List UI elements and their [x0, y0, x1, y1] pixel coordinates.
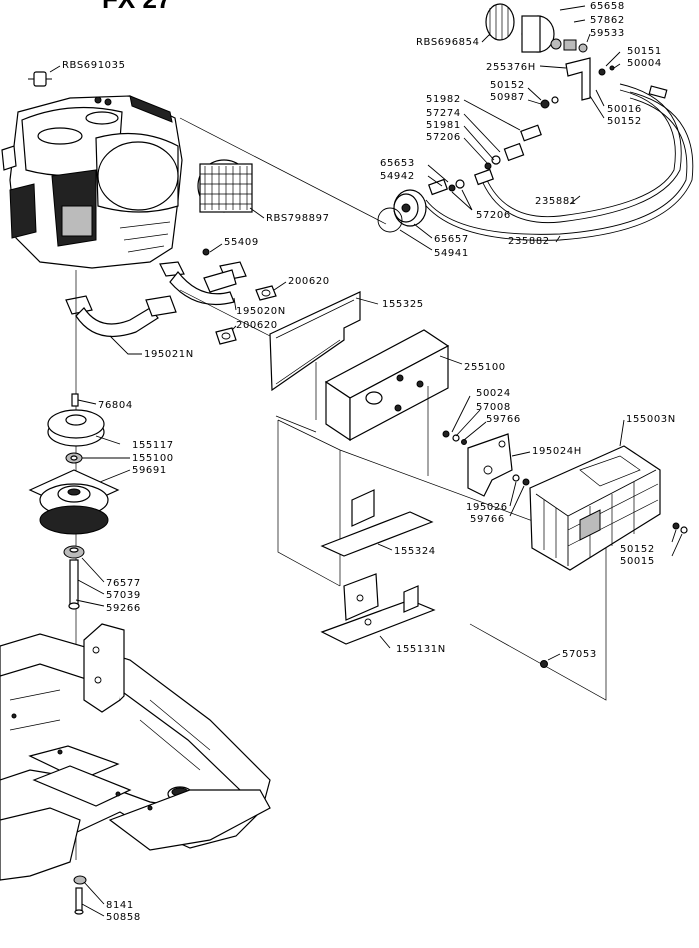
part-rbs691035 [28, 65, 61, 87]
label-50024: 50024 [476, 388, 511, 399]
exhaust-pipe-195021n [65, 295, 177, 355]
label-50151: 50151 [627, 46, 662, 57]
label-200620-a: 200620 [288, 276, 330, 287]
label-59766-b: 59766 [470, 514, 505, 525]
heat-shield-155325 [179, 289, 379, 392]
engine [1, 95, 183, 269]
label-50015: 50015 [620, 556, 655, 567]
bracket-195024h [442, 395, 531, 517]
label-8141: 8141 [106, 900, 134, 911]
label-155003n: 155003N [626, 414, 676, 425]
bracket-255376h [539, 51, 621, 119]
label-200620-b: 200620 [236, 320, 278, 331]
label-195021n: 195021N [144, 349, 194, 360]
label-57008: 57008 [476, 402, 511, 413]
label-76577: 76577 [106, 578, 141, 589]
label-195020n: 195020N [236, 306, 286, 317]
label-195026: 195026 [466, 502, 508, 513]
label-51982: 51982 [426, 94, 461, 105]
label-55409: 55409 [224, 237, 259, 248]
label-59691: 59691 [132, 465, 167, 476]
label-155100: 155100 [132, 453, 174, 464]
label-65657: 65657 [434, 234, 469, 245]
gasket-200620-b [215, 325, 237, 345]
label-50987: 50987 [490, 92, 525, 103]
label-54942: 54942 [380, 171, 415, 182]
label-51981: 51981 [426, 120, 461, 131]
air-filter [197, 159, 265, 219]
label-50152-c: 50152 [620, 544, 655, 555]
label-76804: 76804 [98, 400, 133, 411]
label-59533: 59533 [590, 28, 625, 39]
label-57206-b: 57206 [476, 210, 511, 221]
label-255376h: 255376H [486, 62, 536, 73]
label-255100: 255100 [464, 362, 506, 373]
muffler-guard-155003n [529, 419, 661, 571]
label-57053: 57053 [562, 649, 597, 660]
label-65658: 65658 [590, 1, 625, 12]
label-59266: 59266 [106, 603, 141, 614]
label-rbs798897: RBS798897 [266, 213, 330, 224]
muffler-255100 [275, 329, 463, 442]
label-65653: 65653 [380, 158, 415, 169]
exhaust-pipe-195020n [159, 243, 247, 311]
label-57274: 57274 [426, 108, 461, 119]
label-155117: 155117 [132, 440, 174, 451]
label-195024h: 195024H [532, 446, 582, 457]
pulley-65657 [377, 189, 433, 251]
nut-57053 [540, 660, 548, 668]
label-235882: 235882 [508, 236, 550, 247]
diagram-title: FX 27 [102, 0, 171, 14]
label-235881: 235881 [535, 196, 577, 207]
bracket-155131n [320, 573, 436, 649]
pulley-assembly [481, 3, 591, 53]
cable-fittings [427, 99, 542, 211]
label-155325: 155325 [382, 299, 424, 310]
label-57206-a: 57206 [426, 132, 461, 143]
label-50016: 50016 [607, 104, 642, 115]
label-50858: 50858 [106, 912, 141, 923]
clutch-stack [28, 393, 131, 610]
control-cables [419, 83, 694, 243]
label-57039: 57039 [106, 590, 141, 601]
mower-frame [0, 623, 271, 881]
label-rbs696854: RBS696854 [416, 37, 480, 48]
bolt-8141 [73, 875, 105, 917]
plate-155324 [320, 489, 434, 557]
label-54941: 54941 [434, 248, 469, 259]
label-rbs691035: RBS691035 [62, 60, 126, 71]
label-155131n: 155131N [396, 644, 446, 655]
label-50152-b: 50152 [607, 116, 642, 127]
label-57862: 57862 [590, 15, 625, 26]
label-59766-a: 59766 [486, 414, 521, 425]
label-155324: 155324 [394, 546, 436, 557]
label-50004: 50004 [627, 58, 662, 69]
label-50152-a: 50152 [490, 80, 525, 91]
gasket-200620-a [255, 281, 287, 301]
